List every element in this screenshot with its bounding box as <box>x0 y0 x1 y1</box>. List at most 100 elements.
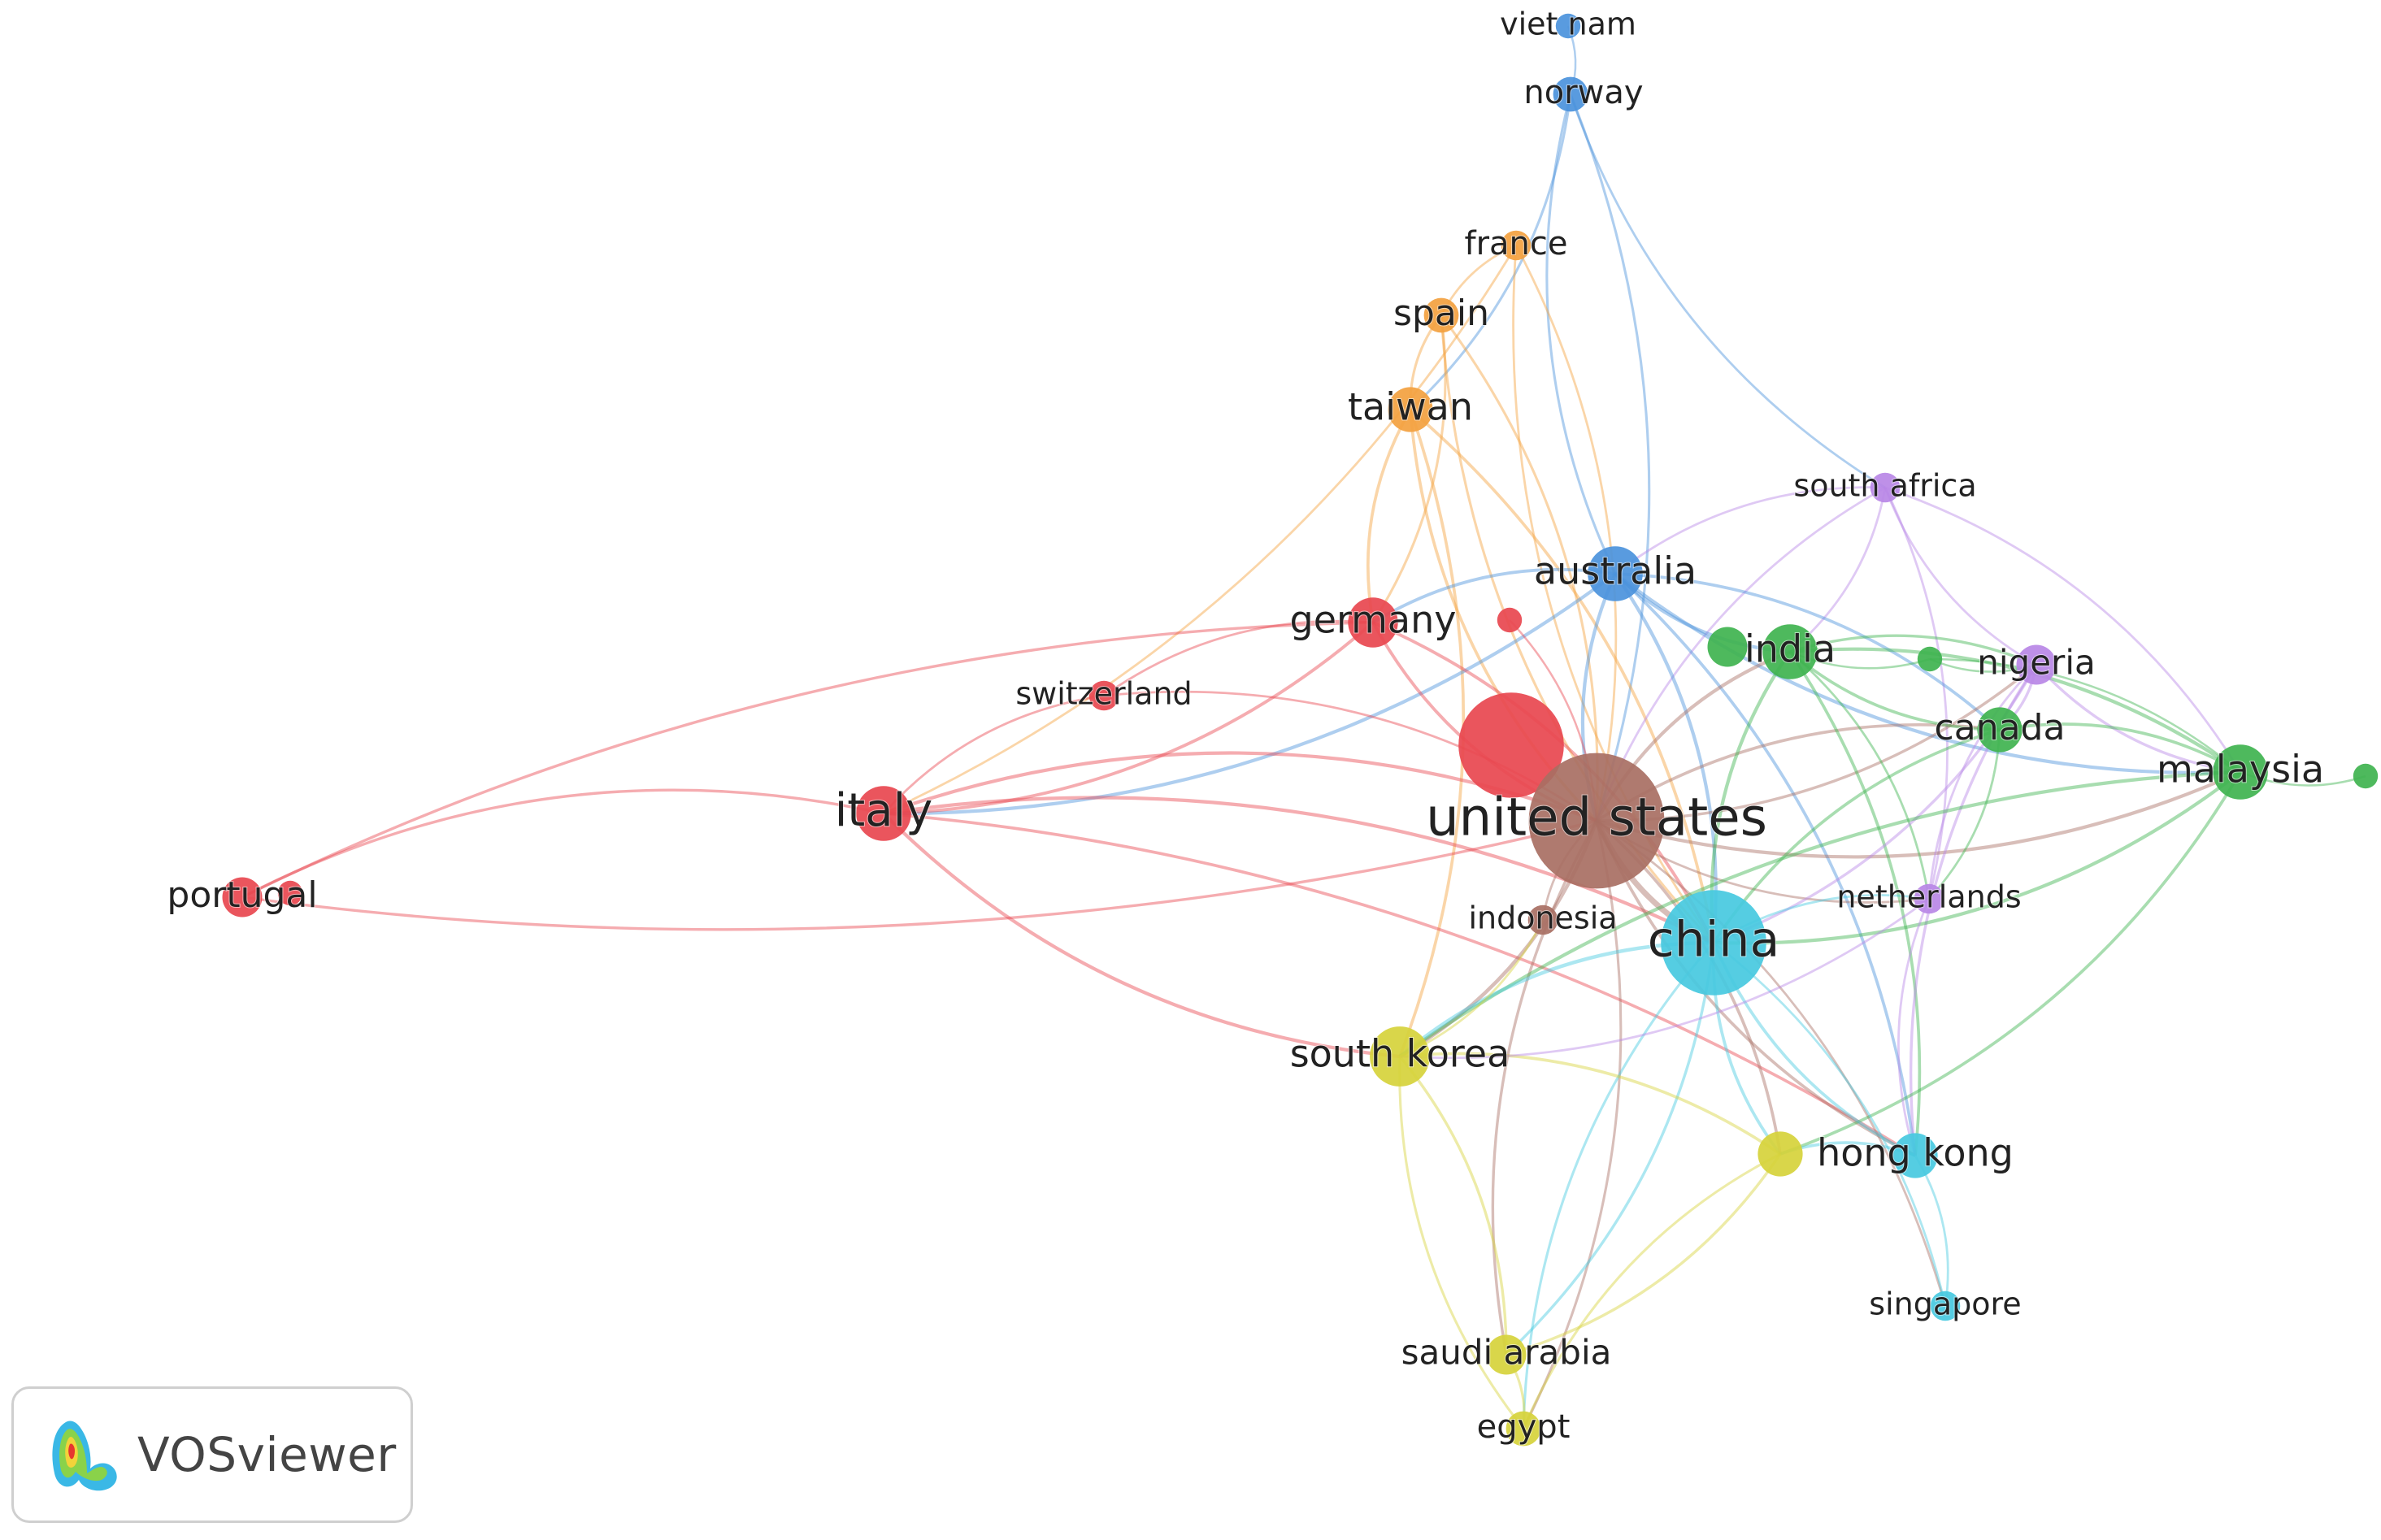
link-southkorea-egypt <box>1398 1056 1525 1429</box>
node-label-spain: spain <box>1393 293 1489 334</box>
node-label-netherlands: netherlands <box>1836 879 2021 915</box>
link-taiwan-germany <box>1366 409 1412 623</box>
link-unitedstates-nigeria <box>1596 663 2038 822</box>
link-australia-china <box>1614 572 1718 944</box>
node-indonesia[interactable] <box>1527 904 1558 935</box>
node-france[interactable] <box>1501 230 1532 261</box>
link-germany-china <box>1372 621 1715 944</box>
node-portugal[interactable] <box>222 877 263 917</box>
node-unlabeled_red_1[interactable] <box>1497 607 1523 633</box>
node-label-china: china <box>1648 912 1779 969</box>
node-unitedstates[interactable] <box>1528 753 1665 889</box>
node-spain[interactable] <box>1423 297 1459 333</box>
link-portugal-unitedstates <box>241 819 1597 931</box>
link-germany-italy <box>883 621 1375 815</box>
node-label-canada: canada <box>1935 707 2066 748</box>
node-label-egypt: egypt <box>1477 1408 1571 1446</box>
node-southkorea[interactable] <box>1370 1026 1430 1087</box>
node-saudiarabia[interactable] <box>1486 1334 1527 1375</box>
node-label-southkorea: south korea <box>1290 1032 1510 1076</box>
link-canada-malaysia <box>1999 722 2241 774</box>
link-southafrica-malaysia <box>1884 486 2242 773</box>
link-italy-southkorea <box>882 812 1401 1059</box>
link-taiwan-southkorea <box>1398 409 1466 1057</box>
link-switzerland-italy <box>882 694 1105 814</box>
node-label-india: india <box>1744 627 1836 671</box>
link-canada-netherlands <box>1927 729 2001 900</box>
node-vietnam[interactable] <box>1555 13 1581 39</box>
node-hongkong[interactable] <box>1892 1133 1938 1178</box>
node-norway[interactable] <box>1553 76 1588 112</box>
node-label-france: france <box>1465 225 1568 262</box>
node-malaysia[interactable] <box>2213 744 2268 800</box>
link-netherlands-southkorea <box>1399 897 1930 1060</box>
node-italy[interactable] <box>856 786 911 841</box>
link-china-singapore <box>1713 941 1947 1307</box>
node-unlabeled_green_2[interactable] <box>1917 646 1943 672</box>
link-australia-hongkong <box>1614 572 1917 1156</box>
link-unlabeled_green_2-malaysia <box>1929 657 2241 773</box>
link-southafrica-nigeria <box>1884 487 2037 666</box>
node-egypt[interactable] <box>1506 1411 1541 1447</box>
link-china-egypt <box>1522 941 1715 1429</box>
node-singapore[interactable] <box>1930 1291 1961 1321</box>
node-canada[interactable] <box>1977 707 2023 753</box>
link-unitedstates-egypt <box>1522 820 1623 1429</box>
link-india-nigeria <box>1789 634 2037 666</box>
link-taiwan-china <box>1409 408 1715 944</box>
node-taiwan[interactable] <box>1388 387 1433 432</box>
link-nigeria-netherlands <box>1927 664 2038 900</box>
link-saudiarabia-unlabeled_yellow_1 <box>1506 1153 1782 1356</box>
node-label-switzerland: switzerland <box>1015 676 1192 712</box>
link-australia-canada <box>1614 572 2001 731</box>
node-unlabeled_green_3[interactable] <box>2353 763 2379 789</box>
link-germany-portugal <box>241 621 1374 899</box>
node-label-germany: germany <box>1290 598 1457 642</box>
node-label-vietnam: viet nam <box>1500 7 1636 42</box>
node-label-indonesia: indonesia <box>1468 900 1617 936</box>
link-malaysia-unlabeled_yellow_1 <box>1779 771 2242 1156</box>
link-unitedstates-saudiarabia <box>1491 820 1598 1356</box>
node-label-italy: italy <box>835 784 933 837</box>
node-australia[interactable] <box>1588 546 1643 601</box>
link-france-unitedstates <box>1514 245 1618 822</box>
link-nigeria-malaysia <box>2035 663 2241 774</box>
node-unlabeled_red_2[interactable] <box>277 880 303 906</box>
nodes-layer <box>222 13 2379 1447</box>
labels-layer: viet namnorwayaustraliafrancespaintaiwan… <box>166 6 2325 1447</box>
node-label-malaysia: malaysia <box>2157 748 2324 792</box>
vosviewer-logo-text: VOSviewer <box>137 1427 397 1482</box>
node-china[interactable] <box>1661 890 1766 996</box>
link-malaysia-southkorea <box>1398 770 2241 1058</box>
node-germany[interactable] <box>1348 597 1398 648</box>
node-label-southafrica: south africa <box>1793 468 1976 504</box>
link-italy-portugal <box>241 788 884 899</box>
node-label-portugal: portugal <box>167 874 317 916</box>
link-india-hongkong <box>1788 650 1922 1156</box>
node-label-saudiarabia: saudi arabia <box>1401 1333 1612 1373</box>
node-india[interactable] <box>1762 624 1818 679</box>
vosviewer-logo-badge: VOSviewer <box>11 1386 413 1523</box>
link-spain-unitedstates <box>1440 315 1599 822</box>
node-label-nigeria: nigeria <box>1977 643 2095 683</box>
link-france-italy <box>883 245 1518 815</box>
link-malaysia-china <box>1713 770 2242 945</box>
link-australia-italy <box>883 572 1617 816</box>
link-china-saudiarabia <box>1505 942 1715 1356</box>
node-southafrica[interactable] <box>1870 472 1901 503</box>
node-label-hongkong: hong kong <box>1817 1131 2014 1175</box>
node-label-australia: australia <box>1534 549 1697 593</box>
link-india-netherlands <box>1789 650 1931 900</box>
link-italy-china <box>883 796 1714 944</box>
node-nigeria[interactable] <box>2016 644 2057 685</box>
link-netherlands-hongkong <box>1897 898 1931 1156</box>
node-netherlands[interactable] <box>1914 883 1944 914</box>
link-spain-germany <box>1371 315 1447 623</box>
node-label-taiwan: taiwan <box>1348 385 1473 429</box>
node-switzerland[interactable] <box>1088 680 1119 711</box>
link-unitedstates-malaysia <box>1596 770 2241 859</box>
link-india-canada <box>1788 650 2001 731</box>
node-unlabeled_yellow_1[interactable] <box>1758 1131 1803 1177</box>
node-unlabeled_green_1[interactable] <box>1707 627 1748 667</box>
node-unlabeled_red_3[interactable] <box>1458 692 1564 798</box>
